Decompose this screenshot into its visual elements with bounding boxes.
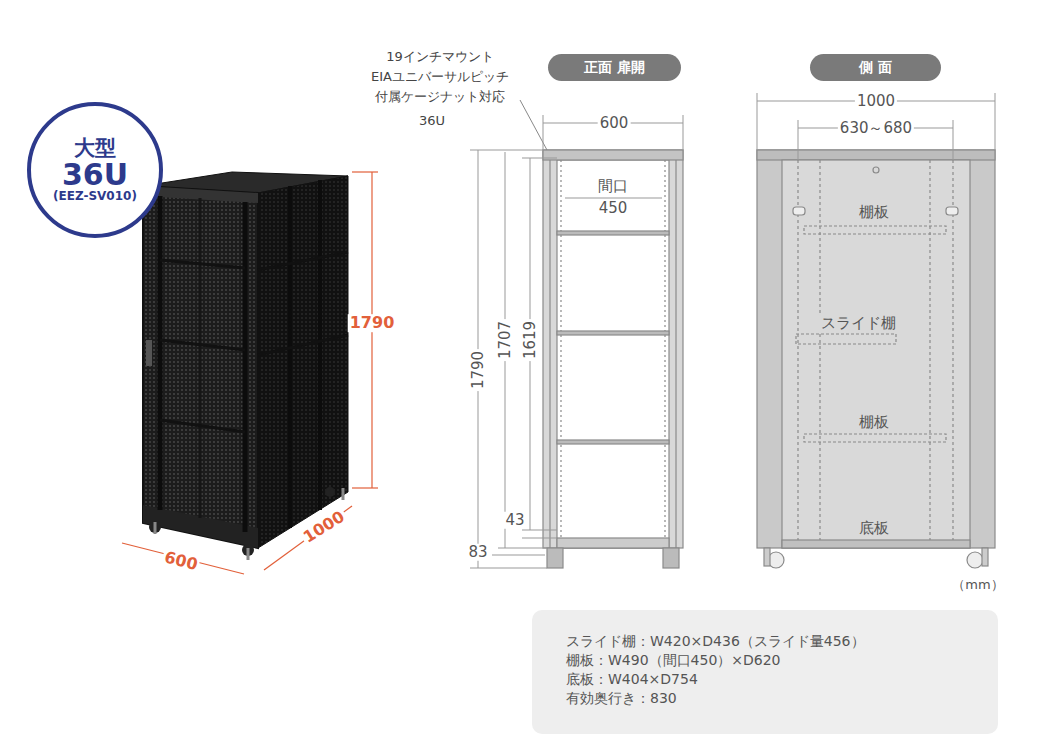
dimension: 43: [503, 512, 526, 529]
note-text: EIAユニバーサルピッチ: [369, 70, 511, 84]
side-dimensions: [757, 93, 995, 160]
part-name: 棚板: [857, 204, 891, 221]
dimension: 600: [598, 115, 631, 132]
side-view: [757, 150, 995, 568]
spec-line: 底板：W404×D754: [566, 670, 988, 689]
unit-note: （mm）: [950, 578, 1005, 592]
note-text: 36U: [417, 114, 447, 128]
dimension: 1619: [522, 319, 539, 361]
front-dimensions: [470, 115, 683, 568]
front-view: [543, 150, 683, 568]
part-name: 底板: [857, 520, 891, 537]
photo-dimensions: [122, 172, 378, 574]
badge-text: 大型: [74, 137, 116, 159]
note-text: 19インチマウント: [384, 50, 496, 64]
heading-text: 正面 扉開: [584, 59, 645, 77]
spec-line: 棚板：W490（間口450）×D620: [566, 651, 988, 670]
dimension: 1790: [348, 314, 397, 332]
dimension: 450: [597, 200, 630, 217]
spec-panel: スライド棚：W420×D436（スライド量456）棚板：W490（間口450）×…: [532, 610, 998, 734]
dimension: 1000: [855, 93, 897, 110]
view-heading: 正面 扉開: [548, 54, 681, 81]
dimension: 630～680: [838, 120, 914, 137]
heading-text: 側 面: [859, 59, 892, 77]
dimension: 1707: [497, 319, 514, 361]
note-text: 付属ケージナット対応: [373, 90, 507, 104]
badge-text: (EEZ-SV010): [53, 190, 137, 203]
dimension: 1790: [470, 349, 487, 391]
size-badge: 大型36U(EEZ-SV010): [27, 102, 163, 238]
dimension: 83: [466, 544, 489, 561]
spec-line: 有効奥行き：830: [566, 689, 988, 708]
dimension-caption: 間口: [596, 178, 630, 195]
view-heading: 側 面: [810, 54, 941, 81]
rack-photo: [143, 172, 348, 560]
part-name: 棚板: [857, 414, 891, 431]
spec-line: スライド棚：W420×D436（スライド量456）: [566, 632, 988, 651]
part-name: スライド棚: [819, 315, 898, 332]
badge-text: 36U: [62, 159, 128, 191]
dimension: 600: [161, 548, 202, 574]
leader-line: [520, 100, 547, 150]
